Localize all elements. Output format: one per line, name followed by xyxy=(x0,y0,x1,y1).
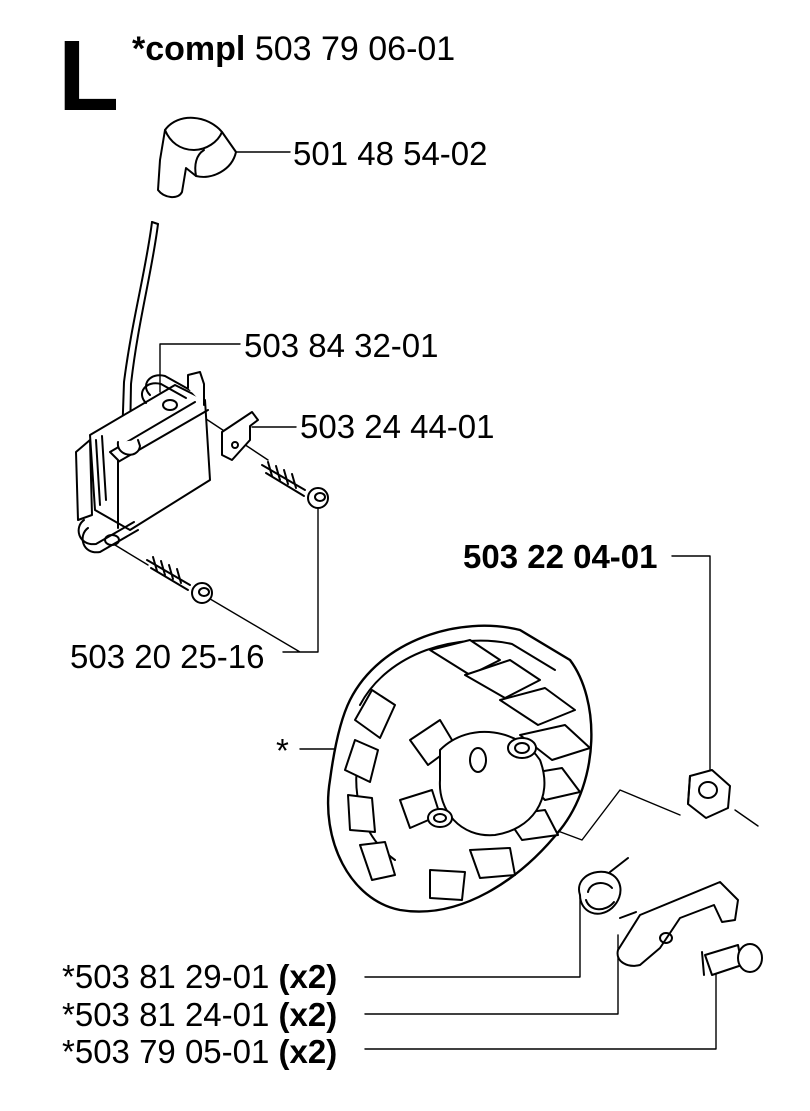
label-pawl: *503 81 24-01 (x2) xyxy=(62,998,337,1031)
leader-spring xyxy=(364,897,581,978)
label-spring: *503 81 29-01 (x2) xyxy=(62,960,337,993)
label-spark-cap: 501 48 54-02 xyxy=(293,135,488,172)
pin-part-number: *503 79 05-01 xyxy=(62,1033,270,1070)
spring-qty: (x2) xyxy=(278,958,338,995)
leader-nut xyxy=(671,555,711,791)
ignition-lead-icon xyxy=(121,221,159,441)
leader-pin xyxy=(364,959,717,1050)
spring-icon xyxy=(578,857,637,919)
screw-lower-icon xyxy=(146,556,213,604)
pin-qty: (x2) xyxy=(278,1033,338,1070)
pawl-part-number: *503 81 24-01 xyxy=(62,996,270,1033)
flywheel-icon xyxy=(326,624,593,913)
flywheel-nut-icon xyxy=(687,769,731,819)
pin-icon xyxy=(701,943,763,976)
title-part-number: 503 79 06-01 xyxy=(254,30,456,68)
assembly-title: *compl 503 79 06-01 xyxy=(132,32,455,66)
section-letter: L xyxy=(58,20,120,132)
ignition-module-icon xyxy=(75,371,211,554)
label-flywheel: * xyxy=(276,732,289,769)
pawl-icon xyxy=(616,881,739,967)
label-screws: 503 20 25-16 xyxy=(70,638,265,675)
label-nut: 503 22 04-01 xyxy=(463,538,658,575)
leader-screws xyxy=(199,502,319,653)
leader-pawl xyxy=(364,934,619,1015)
label-ignition-module: 503 84 32-01 xyxy=(244,327,439,364)
terminal-icon xyxy=(221,411,259,461)
spark-cap-icon xyxy=(157,116,237,198)
screw-upper-icon xyxy=(261,461,329,509)
pawl-qty: (x2) xyxy=(278,996,338,1033)
label-pin: *503 79 05-01 (x2) xyxy=(62,1035,337,1068)
label-terminal: 503 24 44-01 xyxy=(300,408,495,445)
title-prefix: *compl xyxy=(132,30,246,68)
spring-part-number: *503 81 29-01 xyxy=(62,958,270,995)
